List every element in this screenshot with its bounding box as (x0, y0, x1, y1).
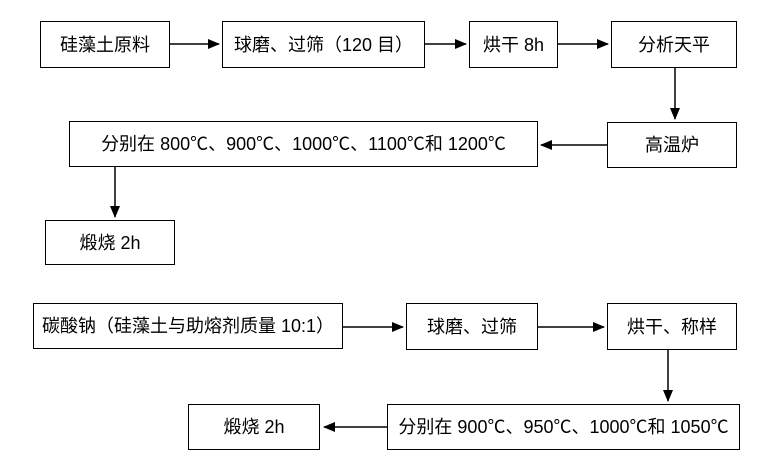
box-mill-sieve: 球磨、过筛 (406, 303, 538, 350)
box-raw-material: 硅藻土原料 (40, 21, 170, 68)
box-calcine-2h-bottom: 煅烧 2h (188, 404, 320, 450)
box-analytical-balance: 分析天平 (611, 21, 737, 68)
box-dry-weigh: 烘干、称样 (607, 303, 737, 350)
box-furnace: 高温炉 (607, 122, 737, 168)
box-temps-bottom: 分别在 900℃、950℃、1000℃和 1050℃ (387, 404, 740, 450)
box-dry-8h: 烘干 8h (469, 21, 558, 68)
box-temps-top: 分别在 800℃、900℃、1000℃、1100℃和 1200℃ (69, 121, 538, 167)
box-sodium-carbonate: 碳酸钠（硅藻土与助熔剂质量 10:1） (33, 303, 343, 349)
box-mill-sieve-120: 球磨、过筛（120 目） (222, 21, 425, 68)
box-calcine-2h-top: 煅烧 2h (45, 220, 175, 265)
